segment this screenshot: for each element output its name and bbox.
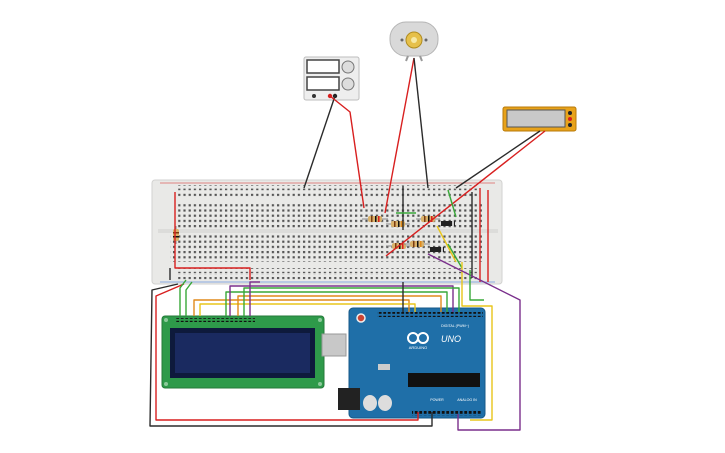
dc-motor[interactable] <box>389 21 439 62</box>
wire-motor-red[interactable] <box>384 57 415 214</box>
wire-ps-red[interactable] <box>329 95 365 209</box>
arduino-infinity-icon <box>407 332 429 344</box>
diode-1[interactable] <box>441 221 455 226</box>
arduino-brand-text: ARDUINO <box>409 345 427 350</box>
arduino-logo-text: UNO <box>441 334 461 344</box>
power-supply[interactable] <box>303 56 360 101</box>
arduino-power-label: POWER <box>430 398 444 402</box>
wire-lcd-purple-1[interactable] <box>229 285 454 316</box>
wire-purple-analog[interactable] <box>427 253 521 431</box>
lcd-16x2[interactable] <box>161 315 325 389</box>
resistor-5[interactable] <box>404 241 430 247</box>
wire-lcd-green-2[interactable] <box>185 281 193 316</box>
wire-lcd-orange-2[interactable] <box>237 295 442 316</box>
wire-lcd-orange[interactable] <box>193 299 410 316</box>
wire-lcd-green-3[interactable] <box>225 291 448 316</box>
multimeter[interactable] <box>502 106 577 132</box>
wire-motor-black[interactable] <box>413 57 429 189</box>
wire-bb-green-3[interactable] <box>447 243 463 269</box>
wire-bb-red-left[interactable] <box>174 192 251 280</box>
wire-bb-yellow-1[interactable] <box>436 225 457 263</box>
wires <box>149 57 546 431</box>
wire-lcd-red[interactable] <box>155 283 419 421</box>
wire-lcd-purple-2[interactable] <box>249 281 260 316</box>
wire-green-analog[interactable] <box>469 270 484 301</box>
wire-meter-red[interactable] <box>385 130 546 257</box>
wire-lcd-yellow[interactable] <box>199 303 416 316</box>
wire-meter-black[interactable] <box>455 130 541 189</box>
wire-lcd-black[interactable] <box>149 283 433 427</box>
arduino-uno[interactable]: ARDUINO UNO DIGITAL (PWM~) POWER ANALOG … <box>321 307 486 419</box>
wire-bb-green-2[interactable] <box>447 189 457 218</box>
wire-lcd-green-1[interactable] <box>179 279 187 316</box>
wire-yellow-analog[interactable] <box>461 262 493 421</box>
arduino-digital-label: DIGITAL (PWM~) <box>441 324 469 328</box>
wire-lcd-green-4[interactable] <box>243 287 460 316</box>
wire-ps-black[interactable] <box>303 95 336 189</box>
resistor-1[interactable] <box>362 216 388 222</box>
arduino-analog-label: ANALOG IN <box>457 398 477 402</box>
resistor-2[interactable] <box>386 221 410 227</box>
diode-2[interactable] <box>430 247 444 252</box>
breadboard[interactable] <box>151 179 503 285</box>
